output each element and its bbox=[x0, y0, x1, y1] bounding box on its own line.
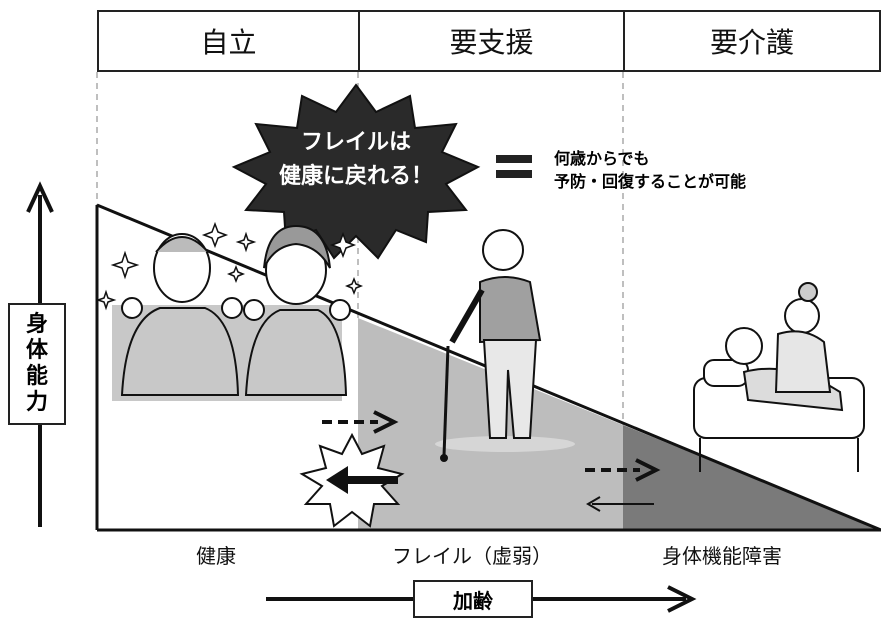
x-axis-label: 加齢 bbox=[413, 580, 533, 618]
return-arrowhead bbox=[586, 496, 601, 512]
frail-man-with-cane-illustration bbox=[435, 229, 575, 462]
y-axis-char: 力 bbox=[25, 390, 48, 415]
stage-header: 自立 要支援 要介護 bbox=[97, 10, 881, 72]
stage-support-required: 要支援 bbox=[360, 12, 625, 70]
recovery-arrowhead bbox=[326, 466, 348, 494]
y-axis-label: 身 体 能 力 bbox=[8, 303, 66, 425]
label-disability: 身体機能障害 bbox=[662, 544, 782, 568]
y-axis-char: 体 bbox=[25, 338, 48, 363]
equals-bar-bottom bbox=[496, 170, 532, 178]
callout-line2: 健康に戻れる！ bbox=[278, 164, 433, 189]
prevention-line1: 何歳からでも bbox=[554, 149, 650, 168]
y-axis-arrowhead bbox=[26, 181, 54, 213]
y-axis-char: 能 bbox=[25, 364, 48, 389]
prevention-text: 何歳からでも 予防・回復することが可能 bbox=[554, 147, 746, 193]
progression-arrowhead-2 bbox=[635, 458, 661, 482]
progression-arrowhead-1 bbox=[373, 410, 399, 434]
stage-care-required: 要介護 bbox=[709, 26, 794, 59]
label-frailty: フレイル（虚弱） bbox=[392, 544, 552, 568]
label-healthy: 健康 bbox=[196, 544, 236, 568]
callout-line1: フレイルは bbox=[300, 130, 411, 155]
healthy-couple-illustration bbox=[112, 224, 351, 401]
sparkle-icons bbox=[95, 221, 364, 311]
callout-text: フレイルは 健康に戻れる！ bbox=[248, 126, 464, 194]
caregiver-and-bedridden-illustration bbox=[693, 282, 865, 472]
prevention-line2: 予防・回復することが可能 bbox=[554, 172, 747, 191]
x-axis-arrowhead bbox=[667, 585, 697, 613]
equals-bar-top bbox=[496, 155, 532, 163]
callout-starburst bbox=[231, 83, 481, 260]
y-axis-char: 身 bbox=[25, 312, 48, 337]
stage-independent: 自立 bbox=[99, 12, 360, 70]
